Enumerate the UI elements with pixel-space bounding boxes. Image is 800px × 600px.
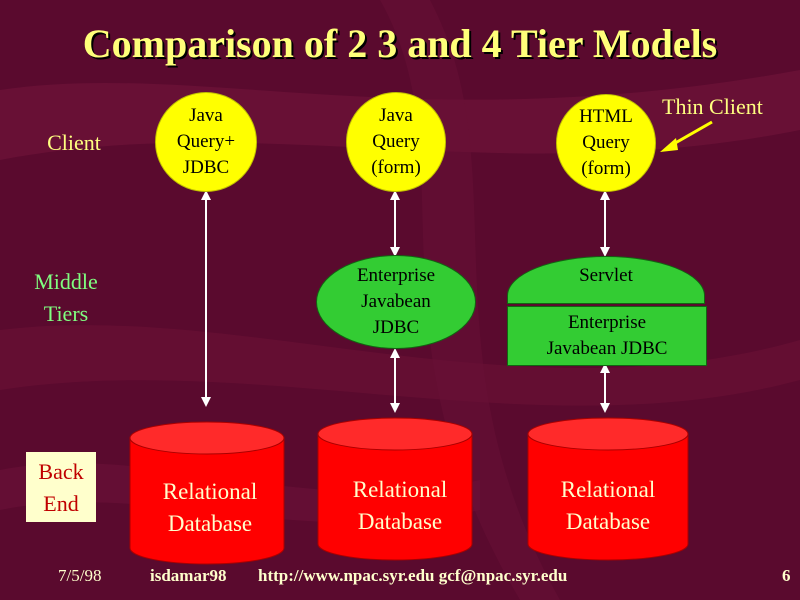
- thin-client-annotation: Thin Client: [662, 94, 763, 119]
- node-text-line: Java: [189, 105, 223, 126]
- db-text-line: Database: [167, 511, 253, 536]
- client-node-col2: Java Query (form): [346, 92, 446, 192]
- node-text-line: JDBC: [182, 157, 230, 178]
- database-cylinder-1: [129, 421, 285, 565]
- database-label-col1: Relational Database: [130, 476, 290, 540]
- middle-node-col3: Enterprise Javabean JDBC: [507, 306, 707, 366]
- client-node-col3: HTML Query (form): [556, 94, 656, 192]
- tier-label-middle-line: Middle: [34, 269, 98, 294]
- client-node-col1: Java Query+ JDBC: [155, 92, 257, 192]
- node-text-line: (form): [371, 157, 421, 178]
- database-label-col3: Relational Database: [528, 474, 688, 538]
- node-text-line: HTML: [579, 106, 633, 127]
- node-text-line: Enterprise: [567, 312, 647, 333]
- node-text-line: Javabean JDBC: [546, 338, 668, 359]
- thin-client-arrow: [669, 120, 713, 148]
- footer-id: isdamar98: [150, 566, 227, 585]
- middle-node-col2: Enterprise Javabean JDBC: [316, 255, 476, 349]
- node-text-line: Query: [372, 131, 420, 152]
- tier-label-backend-line: End: [43, 491, 79, 516]
- node-text-line: Query+: [176, 131, 236, 152]
- db-text-line: Relational: [560, 477, 656, 502]
- db-text-line: Database: [565, 509, 651, 534]
- node-text-line: JDBC: [372, 317, 420, 338]
- tier-label-backend: Back End: [26, 452, 96, 522]
- servlet-label: Servlet: [579, 265, 633, 286]
- footer-url: http://www.npac.syr.edu gcf@npac.syr.edu: [258, 566, 568, 585]
- node-text-line: Java: [379, 105, 413, 126]
- tier-label-middle-line: Tiers: [43, 301, 89, 326]
- node-text-line: Enterprise: [356, 265, 436, 286]
- node-text-line: (form): [581, 158, 631, 179]
- database-label-col2: Relational Database: [318, 474, 482, 538]
- database-cylinder-2: [317, 417, 473, 561]
- tier-label-client: Client: [47, 130, 101, 155]
- node-text-line: Query: [582, 132, 630, 153]
- tier-label-middle: Middle Tiers: [18, 266, 114, 330]
- db-text-line: Database: [357, 509, 443, 534]
- page-number: 6: [782, 566, 791, 585]
- footer-date: 7/5/98: [58, 566, 102, 585]
- page-title: Comparison of 2 3 and 4 Tier Models: [82, 21, 718, 66]
- node-text-line: Javabean: [361, 291, 431, 312]
- db-text-line: Relational: [162, 479, 258, 504]
- db-text-line: Relational: [352, 477, 448, 502]
- tier-label-backend-line: Back: [38, 459, 84, 484]
- database-cylinder-3: [527, 417, 689, 561]
